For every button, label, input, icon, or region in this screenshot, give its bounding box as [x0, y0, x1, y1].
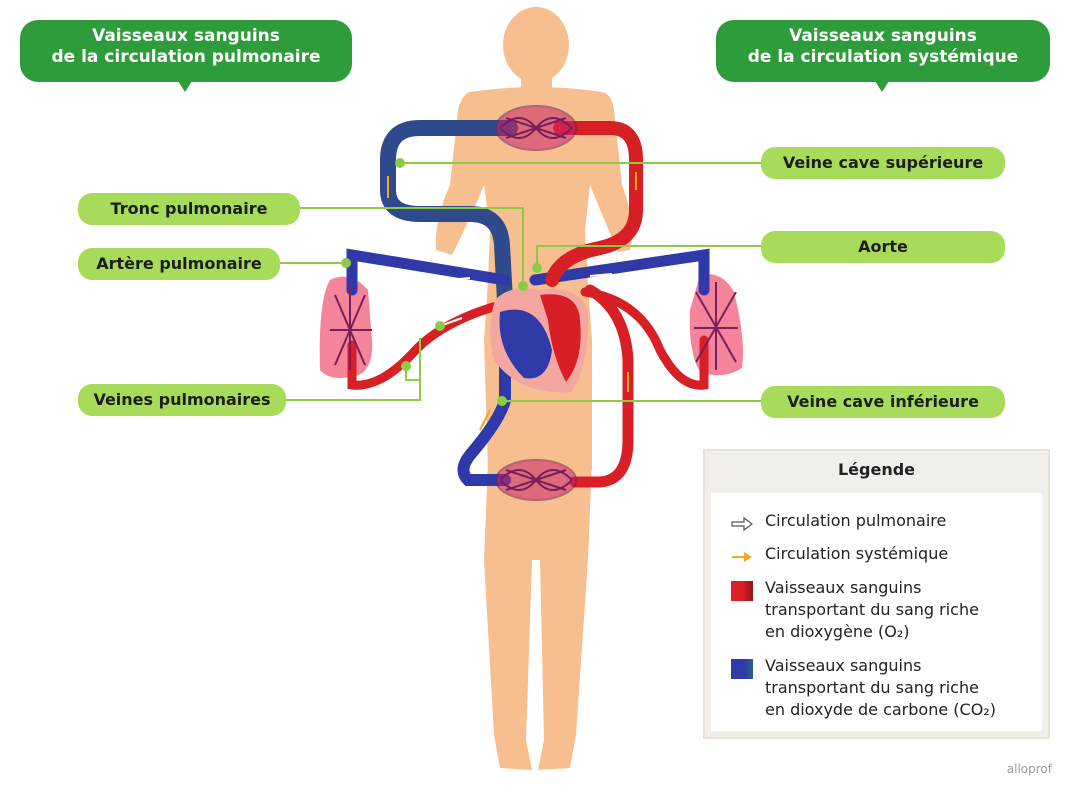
systemic-header-line2: de la circulation systémique	[747, 47, 1019, 67]
heart	[490, 288, 589, 393]
capillary-beds	[495, 105, 577, 501]
legend-row-co2: Vaisseaux sanguins transportant du sang …	[723, 655, 1038, 721]
orange-arrow-icon	[732, 552, 752, 562]
pulmonary-veins-label: Veines pulmonaires	[78, 384, 286, 416]
legend-co2-line1: Vaisseaux sanguins	[765, 656, 922, 675]
o2-vessels	[347, 121, 709, 488]
legend-title: Légende	[837, 460, 916, 479]
pulmonary-header-line1: Vaisseaux sanguins	[92, 26, 280, 46]
legend-oxygen-line3: en dioxygène (O₂)	[765, 622, 910, 641]
legend-oxygen-line1: Vaisseaux sanguins	[765, 578, 922, 597]
label-connectors	[280, 162, 765, 402]
legend-systemic-text: Circulation systémique	[765, 544, 949, 563]
systemic-header: Vaisseaux sanguins de la circulation sys…	[716, 20, 1050, 92]
systemic-header-tail	[875, 81, 889, 92]
brand-logo: alloprof	[1006, 762, 1052, 776]
legend-row-pulmonary: Circulation pulmonaire	[723, 510, 1038, 534]
pulmonary-trunk-label: Tronc pulmonaire	[78, 193, 300, 225]
systemic-header-line1: Vaisseaux sanguins	[789, 26, 977, 46]
superior-vena-cava-label: Veine cave supérieure	[761, 147, 1005, 179]
legend-oxygen-line2: transportant du sang riche	[765, 600, 979, 619]
legend-co2-line3: en dioxyde de carbone (CO₂)	[765, 700, 996, 719]
pulmonary-artery-label: Artère pulmonaire	[78, 248, 280, 280]
red-vessel-swatch	[731, 581, 753, 601]
pulmonary-header-tail	[178, 81, 192, 92]
pulmonary-header: Vaisseaux sanguins de la circulation pul…	[20, 20, 352, 92]
lung-capillaries	[330, 282, 738, 370]
legend-co2-text: Vaisseaux sanguins transportant du sang …	[765, 655, 996, 721]
legend: Légende Circulation pulmonaire Circulati…	[703, 449, 1050, 739]
inferior-vena-cava-label: Veine cave inférieure	[761, 386, 1005, 418]
legend-row-oxygen: Vaisseaux sanguins transportant du sang …	[723, 577, 1038, 643]
legend-co2-line2: transportant du sang riche	[765, 678, 979, 697]
blue-vessel-swatch	[731, 659, 753, 679]
white-arrow-icon	[731, 516, 753, 532]
pulmonary-header-line2: de la circulation pulmonaire	[51, 47, 321, 67]
legend-pulmonary-text: Circulation pulmonaire	[765, 511, 947, 530]
aorta-label: Aorte	[761, 231, 1005, 263]
legend-row-systemic: Circulation systémique	[723, 543, 1038, 567]
connector-dots	[341, 158, 542, 406]
legend-oxygen-text: Vaisseaux sanguins transportant du sang …	[765, 577, 979, 643]
legend-body: Circulation pulmonaire Circulation systé…	[711, 493, 1042, 731]
